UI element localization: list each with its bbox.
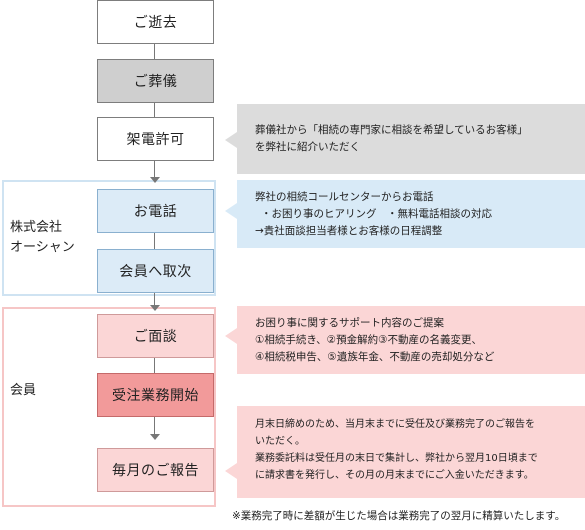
note-phone-call: 弊社の相続コールセンターからお電話 ・お困り事のヒアリング ・無料電話相談の対応… xyxy=(237,180,585,248)
note-pointer xyxy=(225,328,237,344)
step-call-permission: 架電許可 xyxy=(97,117,214,161)
arrow-down-icon xyxy=(150,177,160,183)
note-line: ・お困り事のヒアリング ・無料電話相談の対応 xyxy=(261,208,492,220)
note-line: に請求書を発行し、その月の月末までにご入金いただきます。 xyxy=(255,470,534,481)
note-line: 業務委託料は受任月の末日で集計し、弊社から翌月10日頃まで xyxy=(255,453,538,464)
note-line: 弊社の相続コールセンターからお電話 xyxy=(255,191,434,203)
step-funeral: ご葬儀 xyxy=(97,59,214,103)
member-group-label: 会員 xyxy=(10,383,37,398)
connector-line xyxy=(154,103,155,117)
note-pointer xyxy=(225,203,237,219)
note-interview: お困り事に関するサポート内容のご提案 ①相続手続き、②預金解約③不動産の名義変更… xyxy=(237,306,585,374)
step-interview: ご面談 xyxy=(97,314,214,358)
note-call-permission: 葬儀社から「相続の専門家に相談を希望しているお客様」 を弊社に紹介いただく xyxy=(237,104,585,174)
note-line: ④相続税申告、⑤遺族年金、不動産の売却処分など xyxy=(255,351,495,363)
step-forward-to-member: 会員へ取次 xyxy=(97,249,214,293)
step-passing: ご逝去 xyxy=(97,0,214,44)
note-line: →貴社面談担当者様とお客様の日程調整 xyxy=(255,225,443,237)
step-start-work: 受注業務開始 xyxy=(97,373,214,417)
arrow-down-icon xyxy=(150,434,160,440)
connector-line xyxy=(154,293,155,306)
note-pointer xyxy=(225,132,237,148)
connector-line xyxy=(154,417,155,435)
note-line: ①相続手続き、②預金解約③不動産の名義変更、 xyxy=(255,334,483,346)
member-group-frame xyxy=(2,307,216,507)
connector-line xyxy=(154,358,155,373)
step-monthly-report: 毎月のご報告 xyxy=(97,448,214,492)
footnote: ※業務完了時に差額が生じた場合は業務完了の翌月に精算いたします。 xyxy=(232,510,566,522)
connector-line xyxy=(154,44,155,59)
connector-line xyxy=(154,233,155,249)
note-line: 葬儀社から「相続の専門家に相談を希望しているお客様」 xyxy=(255,124,528,136)
connector-line xyxy=(154,161,155,178)
company-group-frame xyxy=(2,180,216,296)
company-name-line1: 株式会社 xyxy=(10,220,63,235)
arrow-down-icon xyxy=(150,305,160,311)
note-pointer xyxy=(225,463,237,479)
step-phone-call: お電話 xyxy=(97,189,214,233)
note-line: 月末日締めのため、当月末までに受任及び業務完了のご報告を xyxy=(255,419,535,430)
note-line: いただく。 xyxy=(255,436,305,447)
note-monthly-report: 月末日締めのため、当月末までに受任及び業務完了のご報告を いただく。 業務委託料… xyxy=(237,406,585,498)
company-group-label: 株式会社 オーシャン xyxy=(10,218,75,258)
company-name-line2: オーシャン xyxy=(10,240,75,255)
note-line: お困り事に関するサポート内容のご提案 xyxy=(255,317,444,329)
note-line: を弊社に紹介いただく xyxy=(255,141,360,153)
